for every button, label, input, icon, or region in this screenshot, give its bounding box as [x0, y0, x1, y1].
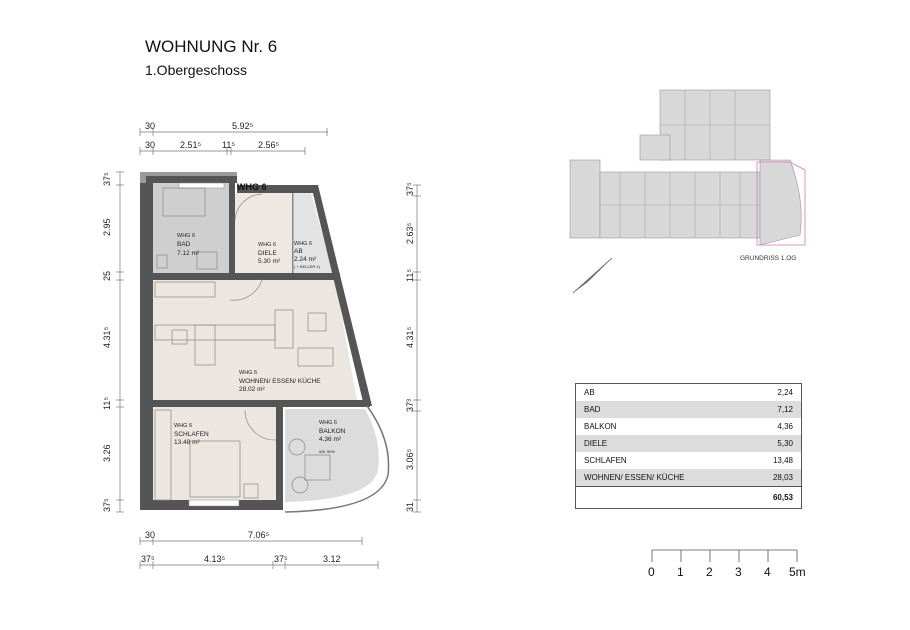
room-name: WOHNEN/ ESSEN/ KÜCHE: [584, 473, 685, 482]
table-row: BAD 7,12: [576, 401, 801, 418]
key-plan-label: GRUNDRISS 1.OG: [740, 255, 797, 262]
room-area: 4.36 m²: [319, 436, 342, 443]
room-name: BALKON: [319, 428, 346, 435]
dim-label: 37⁵: [274, 554, 288, 564]
room-area-value: 5,30: [777, 439, 793, 448]
room-tag: WHG 6: [174, 423, 192, 429]
room-tag: WHG 6: [258, 242, 276, 248]
dim-label: 31: [405, 502, 415, 512]
table-row: BALKON 4,36: [576, 418, 801, 435]
room-area: 5.30 m²: [258, 258, 281, 265]
room-name: SCHLAFEN: [174, 431, 209, 438]
dim-label: 37⁵: [405, 182, 415, 196]
dim-label: 3.06⁵: [405, 448, 415, 470]
dim-label: 11⁵: [222, 140, 235, 150]
room-note: ( + KELLER 1): [294, 264, 321, 269]
scale-tick-label: 3: [735, 565, 742, 579]
room-name: BAD: [584, 405, 601, 414]
dim-label: 25: [102, 271, 112, 281]
unit-highlight: [756, 161, 806, 246]
area-table: AB 2,24 BAD 7,12 BALKON 4,36 DIELE 5,30 SCHL…: [575, 383, 802, 509]
scale-tick-label: 1: [677, 565, 684, 579]
dim-label: 3.26: [102, 444, 112, 462]
dim-label: 30: [145, 121, 155, 131]
table-row: WOHNEN/ ESSEN/ KÜCHE 28,03: [576, 469, 801, 486]
dim-label: 37³: [405, 399, 415, 412]
room-area-value: 28,03: [772, 473, 793, 482]
dim-label: 11⁵: [405, 269, 415, 282]
table-row: SCHLAFEN 13,48: [576, 452, 801, 469]
room-name: AB: [584, 388, 595, 397]
table-row: AB 2,24: [576, 384, 801, 401]
scale-tick-label: 4: [764, 565, 771, 579]
room-area-value: 7,12: [777, 405, 793, 414]
room-area: 2.24 m²: [294, 256, 317, 263]
total-area-value: 60,53: [772, 493, 793, 502]
dim-label: 37⁵: [102, 498, 112, 512]
room-name: SCHLAFEN: [584, 456, 627, 465]
room-area: 7.12 m²: [177, 250, 200, 257]
room-name: AB: [294, 248, 303, 255]
north-arrow-icon: [572, 257, 613, 294]
room-area: 13.48 m²: [174, 439, 200, 446]
total-row: 60,53: [576, 486, 801, 508]
dim-label: 30: [145, 140, 155, 150]
scale-tick-label: 5m: [789, 565, 806, 579]
room-note: Wfl. 50%: [319, 449, 335, 454]
room-name: DIELE: [584, 439, 608, 448]
key-plan: [569, 89, 806, 246]
furniture: [154, 187, 334, 501]
dim-label: 4.13⁵: [204, 554, 226, 564]
room-area: 28.02 m²: [239, 386, 265, 393]
dim-label: 2.51⁵: [180, 140, 202, 150]
room-labels: WHG 6 BAD 7.12 m² WHG 6 DIELE 5.30 m² WH…: [174, 233, 346, 454]
room-area-value: 13,48: [772, 456, 793, 465]
room-name: BAD: [177, 241, 191, 248]
dimension-labels: 30 5.92⁵ 30 2.51⁵ 11⁵ 2.56⁵ 30 7.06⁵ 37⁵…: [102, 121, 415, 564]
room-area-value: 2,24: [777, 388, 793, 397]
balcony-railing: [284, 405, 390, 513]
dim-label: 11⁵: [102, 397, 112, 410]
dim-label: 3.12: [323, 554, 341, 564]
walls: [140, 172, 372, 510]
dim-label: 4.31⁵: [405, 326, 415, 348]
scale-tick-label: 0: [648, 565, 655, 579]
table-row: DIELE 5,30: [576, 435, 801, 452]
room-tag: WHG 6: [177, 233, 195, 239]
dim-label: 37⁵: [141, 554, 155, 564]
dim-label: 30: [145, 530, 155, 540]
room-tag: WHG 6: [319, 420, 337, 426]
dim-label: 2.95: [102, 218, 112, 236]
room-area-value: 4,36: [777, 422, 793, 431]
dim-label: 5.92⁵: [232, 121, 254, 131]
scale-bar: [651, 549, 798, 562]
dim-label: 2.56⁵: [258, 140, 280, 150]
unit-tag: WHG 6: [237, 182, 267, 192]
dim-label: 7.06⁵: [248, 530, 270, 540]
floor-subtitle: 1.Obergeschoss: [145, 62, 247, 78]
dim-label: 4.31⁵: [102, 326, 112, 348]
room-tag: WHG 6: [294, 241, 312, 247]
room-name: WOHNEN/ ESSEN/ KÜCHE: [239, 377, 321, 385]
scale-tick-label: 2: [706, 565, 713, 579]
room-name: DIELE: [258, 250, 277, 257]
room-tag: WHG 6: [239, 370, 257, 376]
room-name: BALKON: [584, 422, 617, 431]
dim-label: 2.63⁵: [405, 222, 415, 244]
page-title: WOHNUNG Nr. 6: [145, 37, 278, 56]
dim-label: 37⁵: [102, 172, 112, 186]
dimension-lines-top: [116, 128, 421, 569]
